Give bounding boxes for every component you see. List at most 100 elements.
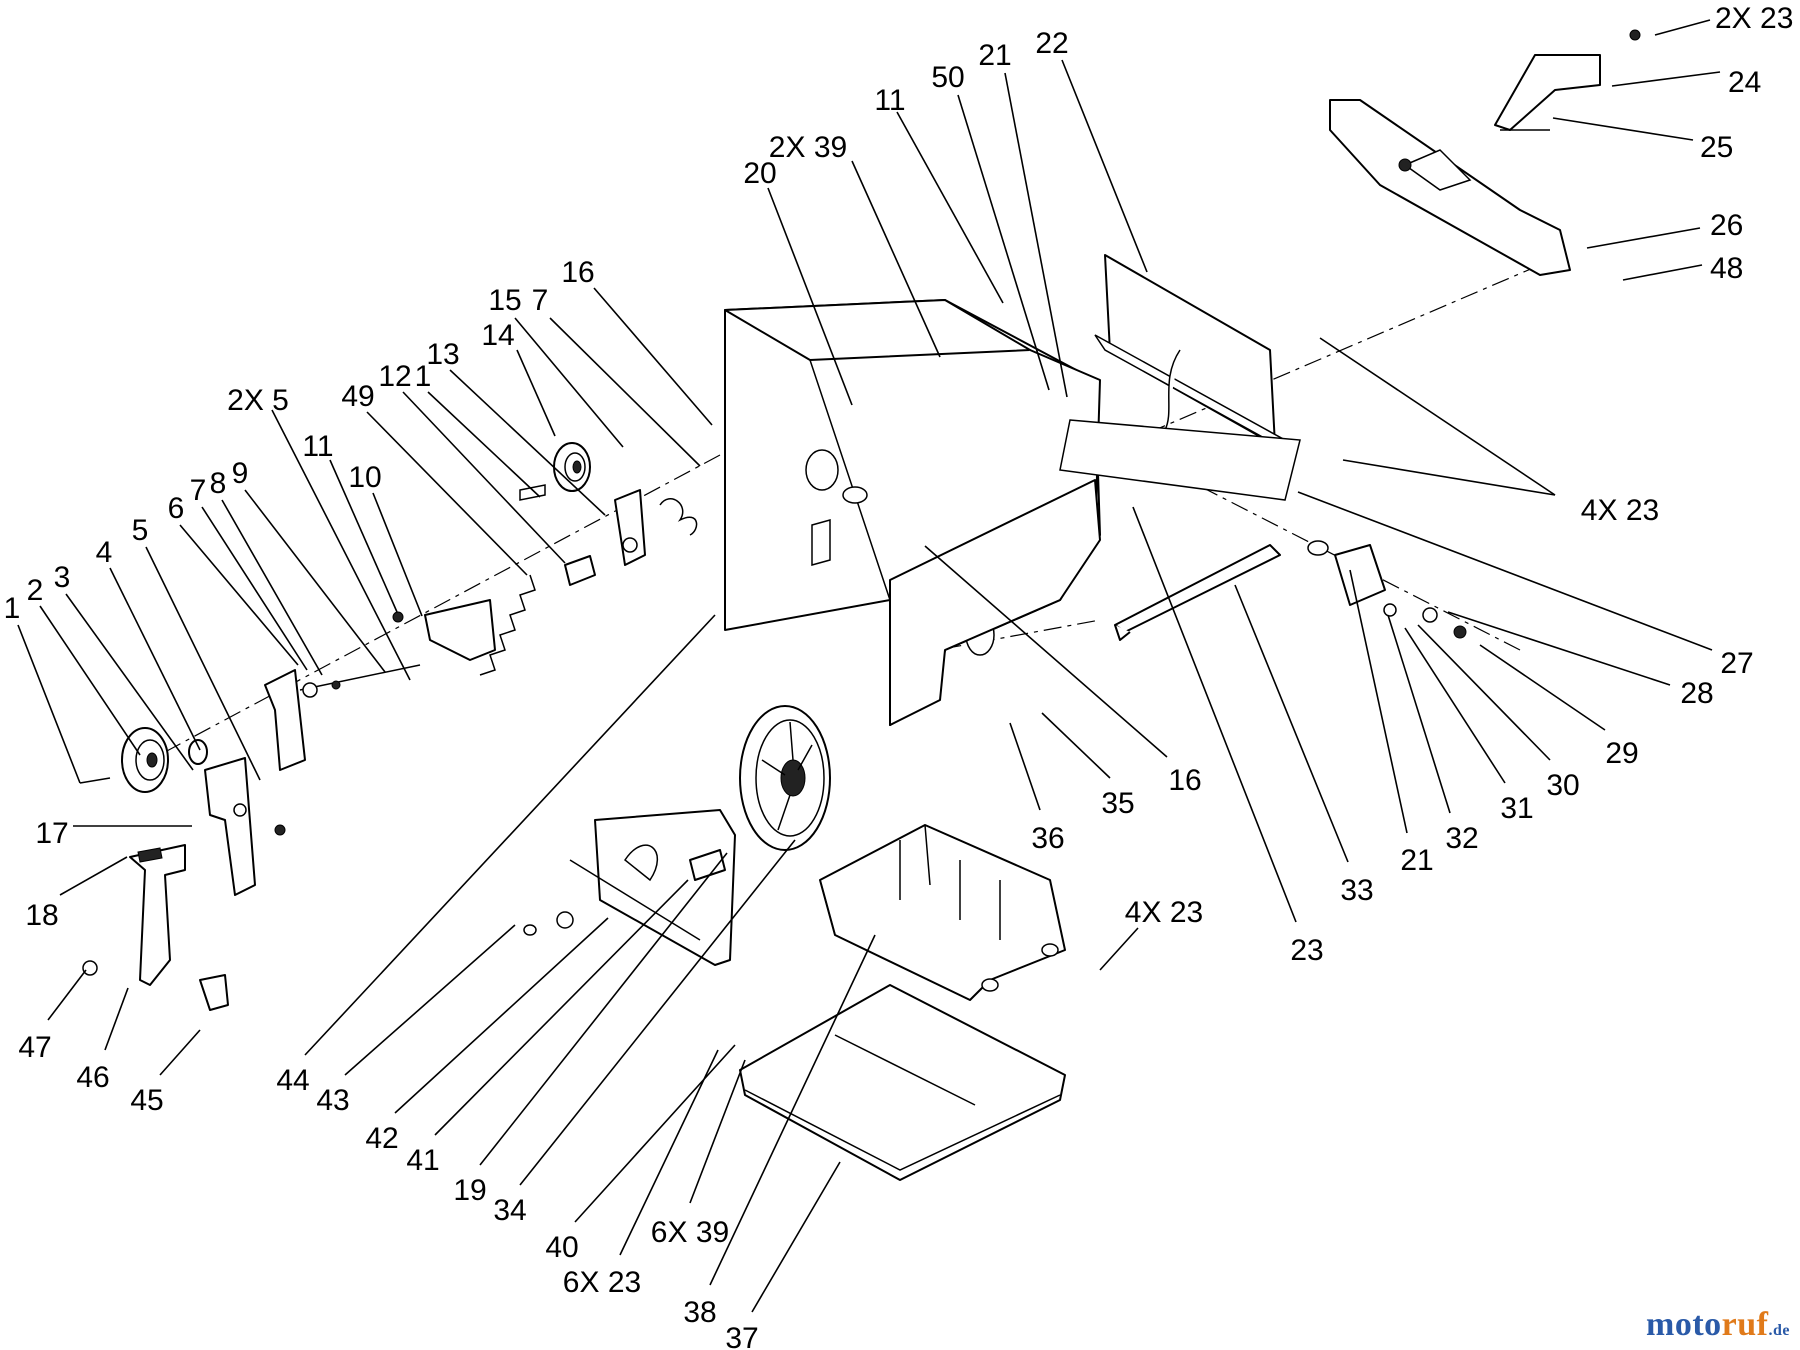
callout-c-17: 17: [35, 817, 68, 850]
pedal-46: [82, 844, 229, 1011]
callout-c-19: 19: [453, 1174, 486, 1207]
leader-c-20: [767, 187, 853, 406]
leader-c-34: [519, 839, 796, 1186]
callout-c-2: 2: [27, 574, 44, 607]
callout-c-12: 12: [378, 360, 411, 393]
right-side-plate: [889, 479, 1101, 726]
arm-assembly: [264, 664, 421, 771]
callout-c-4x23-bot: 4X 23: [1125, 896, 1203, 929]
callout-c-20: 20: [743, 157, 776, 190]
lever-24-25: [1494, 29, 1641, 131]
callout-c-34: 34: [493, 1194, 526, 1227]
callout-c-4x23-mid: 4X 23: [1581, 494, 1659, 527]
leader-c-36: [1009, 722, 1041, 811]
callout-c-32: 32: [1445, 822, 1478, 855]
plate-27: [1059, 419, 1301, 501]
leader-c-10: [372, 492, 423, 617]
leader-c-7b: [201, 506, 308, 671]
bracket-10: [392, 599, 496, 661]
leader-c-4x23-bot: [1099, 927, 1139, 971]
callout-c-23: 23: [1290, 934, 1323, 967]
callout-c-2x23-top: 2X 23: [1715, 2, 1793, 35]
callout-c-3: 3: [54, 561, 71, 594]
pulley-2: [79, 727, 208, 793]
leader-c-19: [479, 852, 728, 1166]
callout-c-27: 27: [1720, 647, 1753, 680]
leader-c-15: [514, 317, 624, 448]
leader-c-29: [1479, 644, 1606, 731]
leader-c-16b: [924, 545, 1168, 758]
callout-c-21a: 21: [978, 39, 1011, 72]
rod-33: [1114, 544, 1281, 641]
callout-c-38: 38: [683, 1296, 716, 1329]
callout-c-11a: 11: [874, 84, 905, 117]
leader-c-11b: [329, 459, 398, 613]
callout-c-48: 48: [1710, 252, 1743, 285]
callout-c-9: 9: [232, 457, 249, 490]
watermark-part1: moto: [1646, 1306, 1722, 1343]
callout-c-4: 4: [96, 536, 113, 569]
leader-c-16a: [593, 287, 713, 426]
callout-c-11b: 11: [302, 430, 333, 463]
leader-c-7a: [549, 317, 701, 467]
callout-c-2x5: 2X 5: [227, 384, 289, 417]
watermark-part2: ruf: [1721, 1306, 1769, 1343]
leader-c-5: [145, 546, 261, 781]
callout-c-15: 15: [488, 284, 521, 317]
leader-c-6x39: [689, 1059, 746, 1204]
leader-c-49: [366, 411, 528, 576]
callout-c-28: 28: [1680, 677, 1713, 710]
leader-c-8: [221, 499, 323, 676]
callout-c-7b: 7: [190, 474, 207, 507]
leader-c-1: [427, 391, 541, 498]
callout-c-14: 14: [481, 319, 514, 352]
leader-c-3: [65, 593, 194, 771]
callout-c-36: 36: [1031, 822, 1064, 855]
bracket-4: [204, 757, 286, 896]
callout-c-6: 6: [168, 492, 185, 525]
leader-c-23: [1132, 506, 1297, 923]
leader-c-30: [1417, 624, 1551, 761]
callout-c-37: 37: [725, 1322, 758, 1350]
leader-c-42: [394, 917, 609, 1114]
leader-c-9: [244, 489, 386, 673]
callout-c-46: 46: [76, 1061, 109, 1094]
pulley-34: [739, 705, 831, 851]
callout-c-25: 25: [1700, 131, 1733, 164]
callout-c-7a: 7: [532, 284, 549, 317]
leader-c-46: [104, 987, 129, 1051]
leader-c-1b: [17, 624, 81, 784]
callout-c-22: 22: [1035, 27, 1068, 60]
leader-c-28: [1447, 611, 1671, 686]
leader-c-40: [574, 1044, 736, 1223]
leader-c-38: [709, 934, 876, 1286]
callout-c-50: 50: [931, 61, 964, 94]
leader-c-48: [1622, 264, 1703, 281]
leader-c-41: [434, 879, 689, 1136]
callout-c-47: 47: [18, 1031, 51, 1064]
callout-c-6x39: 6X 39: [651, 1216, 729, 1249]
leader-c-37: [751, 1161, 841, 1313]
leader-c-2x39: [851, 160, 941, 358]
leader-c-43: [344, 924, 516, 1076]
leader-c-21b: [1349, 569, 1408, 834]
leader-c-35: [1041, 712, 1111, 779]
leader-c-14: [516, 349, 556, 437]
callout-c-1b: 1: [4, 592, 21, 625]
callout-c-10: 10: [348, 461, 381, 494]
leader-c-13: [449, 369, 606, 516]
callout-c-35: 35: [1101, 787, 1134, 820]
callout-c-8: 8: [210, 467, 227, 500]
callout-c-26: 26: [1710, 209, 1743, 242]
callout-c-16b: 16: [1168, 764, 1201, 797]
callout-c-49: 49: [341, 380, 374, 413]
leader-c-6x23: [619, 1049, 719, 1256]
callout-c-42: 42: [365, 1122, 398, 1155]
callout-c-24: 24: [1728, 66, 1761, 99]
leader-c-12: [402, 391, 566, 564]
bracket-26: [1329, 99, 1571, 276]
bracket-15: [614, 489, 698, 566]
pulley-14: [553, 442, 591, 492]
leader-c-4x23-mid-b: [1342, 459, 1556, 496]
